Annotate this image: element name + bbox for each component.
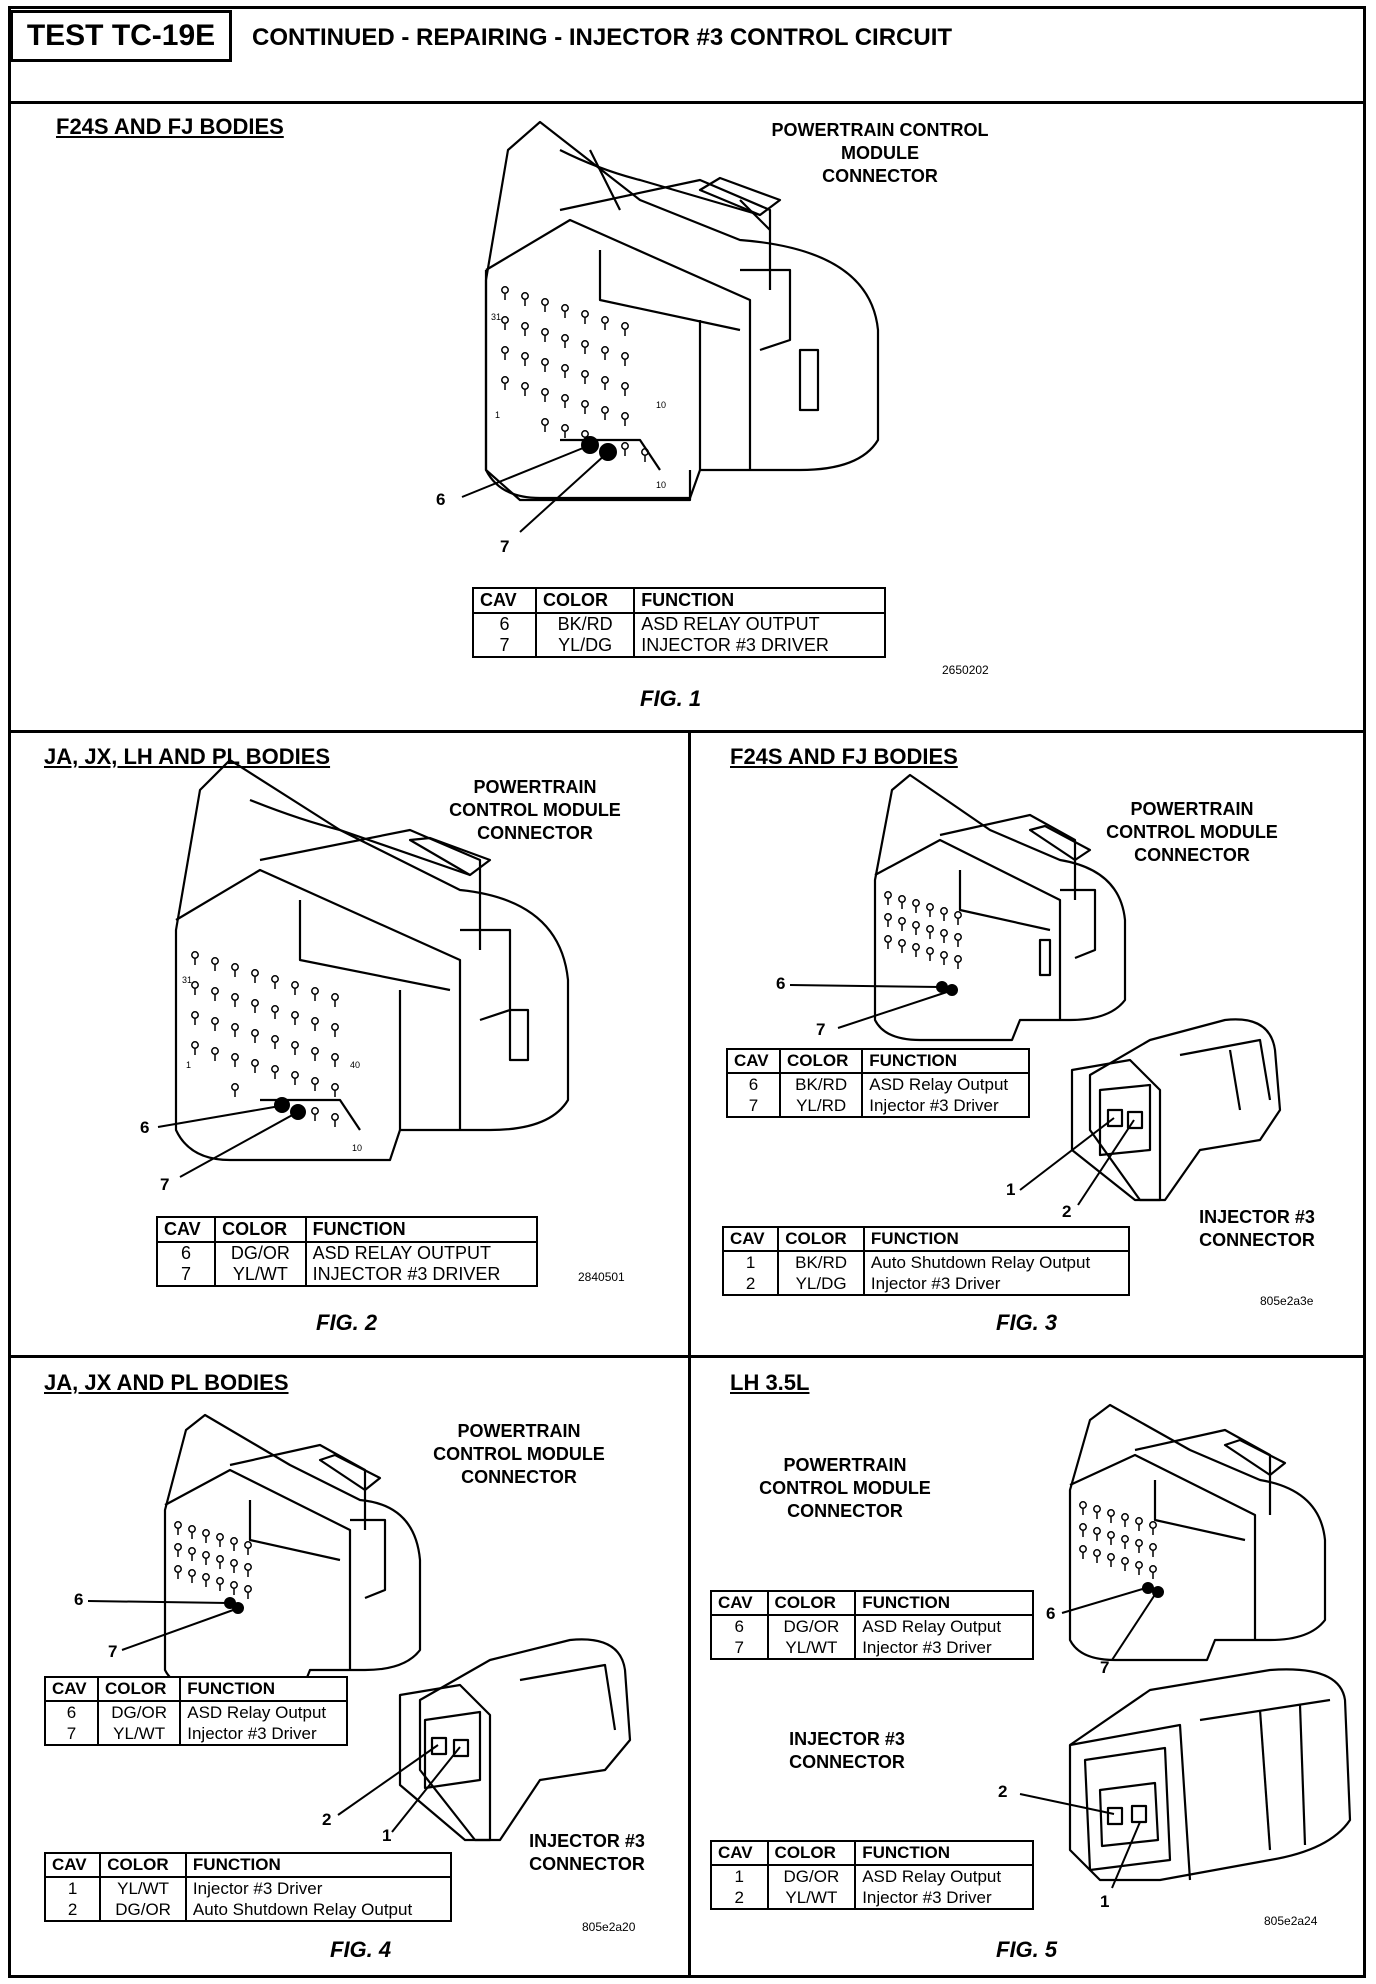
fig1-pin-grid xyxy=(501,286,649,463)
fig1-pin-label-10b: 10 xyxy=(656,480,667,490)
fig2-code: 2840501 xyxy=(578,1270,625,1284)
fig4-pin-grid xyxy=(174,1521,252,1600)
fig1-pin-label-10a: 10 xyxy=(656,400,667,410)
fig2-callout-7: 7 xyxy=(160,1175,170,1194)
fig1-pin-label-31: 31 xyxy=(491,312,502,322)
fig4-connector-label: POWERTRAIN CONTROL MODULE CONNECTOR xyxy=(433,1421,605,1487)
fig5-pin-grid xyxy=(1079,1501,1157,1580)
fig5-callout-6: 6 xyxy=(1046,1604,1056,1623)
fig1-pcm-connector-drawing xyxy=(484,120,880,502)
fig5-callout-2: 2 xyxy=(998,1782,1008,1801)
fig4-caption: FIG. 4 xyxy=(330,1937,392,1962)
fig5-section-title: LH 3.5L xyxy=(730,1370,810,1395)
divider-column xyxy=(688,730,691,1978)
fig5-callout-7: 7 xyxy=(1100,1658,1110,1677)
fig3-callout-6: 6 xyxy=(776,974,786,993)
fig4-callout-6: 6 xyxy=(74,1590,84,1609)
fig3-pcm-connector-drawing xyxy=(873,773,1127,1042)
fig1-section-title: F24S AND FJ BODIES xyxy=(56,114,284,139)
fig2-section-title: JA, JX, LH AND PL BODIES xyxy=(44,744,331,769)
fig2-pin-label-31: 31 xyxy=(182,975,193,985)
fig3-section-title: F24S AND FJ BODIES xyxy=(730,744,958,769)
fig5-injector-connector-drawing xyxy=(1068,1668,1352,1882)
fig4-callout-7: 7 xyxy=(108,1642,118,1661)
divider-row2 xyxy=(8,1355,1366,1358)
test-id-box: TEST TC-19E xyxy=(10,10,232,62)
fig2-pin-label-1: 1 xyxy=(186,1060,192,1070)
fig5-callout-1: 1 xyxy=(1100,1892,1110,1911)
fig2-pin-label-40: 40 xyxy=(350,1060,361,1070)
fig4-injector-connector-drawing xyxy=(398,1638,632,1842)
fig4-injector-label: INJECTOR #3 CONNECTOR xyxy=(529,1831,645,1874)
page-title: CONTINUED - REPAIRING - INJECTOR #3 CONT… xyxy=(252,24,953,51)
fig3-callout-7: 7 xyxy=(816,1020,826,1039)
fig1-caption: FIG. 1 xyxy=(640,686,702,711)
divider-header xyxy=(8,101,1366,104)
fig2-pin-label-10: 10 xyxy=(352,1143,363,1153)
fig5-caption: FIG. 5 xyxy=(996,1937,1058,1962)
fig1-connector-label: POWERTRAIN CONTROL MODULE CONNECTOR xyxy=(771,120,989,186)
fig5-injector-label: INJECTOR #3 CONNECTOR xyxy=(789,1729,905,1772)
fig2-connector-label: POWERTRAIN CONTROL MODULE CONNECTOR xyxy=(449,777,621,843)
divider-row1 xyxy=(8,730,1366,733)
fig3-connector-label: POWERTRAIN CONTROL MODULE CONNECTOR xyxy=(1106,799,1278,865)
fig5-pcm-connector-drawing xyxy=(1068,1403,1327,1662)
fig1-pin-label-1: 1 xyxy=(495,410,501,420)
fig2-caption: FIG. 2 xyxy=(316,1310,378,1335)
fig3-injector-label: INJECTOR #3 CONNECTOR xyxy=(1199,1207,1315,1250)
fig1-code: 2650202 xyxy=(942,663,989,677)
fig3-code: 805e2a3e xyxy=(1260,1294,1314,1308)
fig3-callout-1: 1 xyxy=(1006,1180,1016,1199)
fig2-callout-6: 6 xyxy=(140,1118,150,1137)
fig5-connector-label: POWERTRAIN CONTROL MODULE CONNECTOR xyxy=(759,1455,931,1521)
fig2-pcm-connector-drawing xyxy=(174,758,570,1162)
fig4-section-title: JA, JX AND PL BODIES xyxy=(44,1370,289,1395)
fig3-pin-grid xyxy=(884,891,962,970)
fig1-callout-7: 7 xyxy=(500,537,510,556)
fig5-code: 805e2a24 xyxy=(1264,1914,1318,1928)
fig3-injector-connector-drawing xyxy=(1070,1018,1282,1202)
fig1-callout-6: 6 xyxy=(436,490,446,509)
fig4-code: 805e2a20 xyxy=(582,1920,636,1934)
fig3-caption: FIG. 3 xyxy=(996,1310,1058,1335)
callout-leaders xyxy=(87,436,1164,1889)
fig4-callout-2: 2 xyxy=(322,1810,332,1829)
fig3-callout-2: 2 xyxy=(1062,1202,1072,1221)
page-frame xyxy=(8,6,1366,1978)
fig4-callout-1: 1 xyxy=(382,1826,392,1845)
